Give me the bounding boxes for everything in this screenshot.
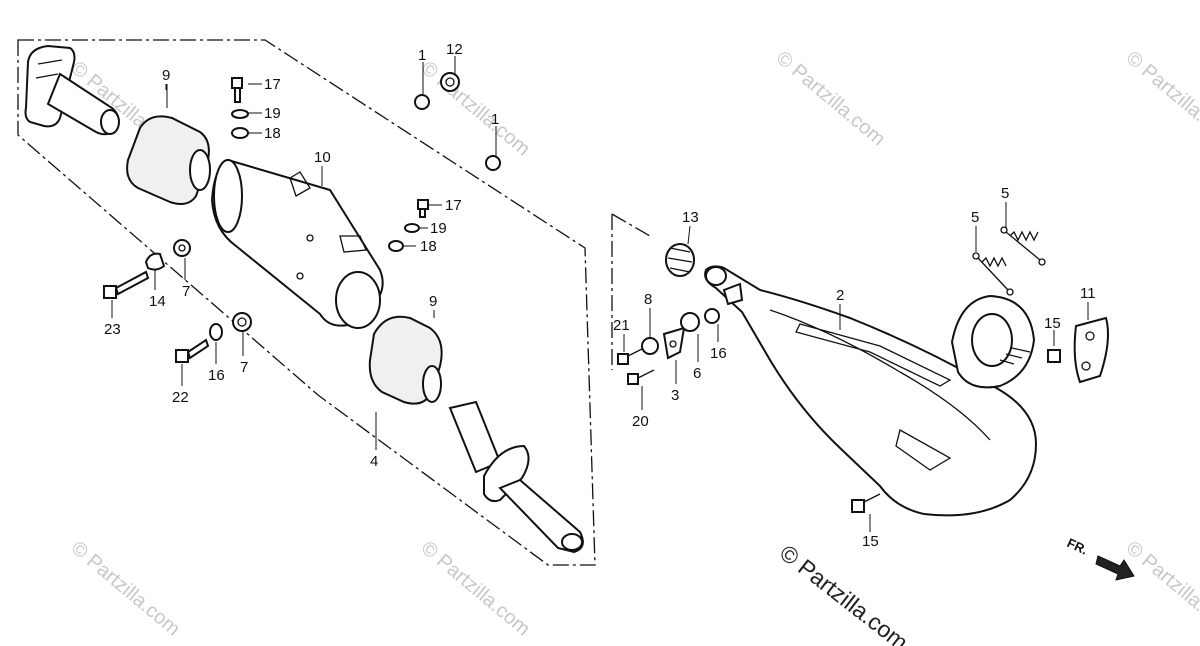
watermark-text: © Partzilla.com [1122,47,1200,150]
flange-nuts [414,72,501,171]
callout-labels: 1 12 1 9 17 19 18 10 17 19 18 9 14 7 23 … [104,41,1096,550]
callout-21: 21 [613,317,630,334]
exhaust-gasket [665,243,695,277]
callout-16: 16 [710,345,727,362]
callout-19: 19 [264,105,281,122]
callout-7: 7 [182,283,190,300]
bolt-17-lower [388,199,429,252]
silencer-packing-upper [126,115,211,205]
callout-11: 11 [1080,285,1096,302]
inner-silencer-pipe [448,400,584,554]
joint-hardware [617,308,720,385]
watermark-text: © Partzilla.com [67,537,184,640]
arrow-right-icon [1095,555,1135,581]
silencer-end-tube [24,44,120,136]
callout-3: 3 [671,387,679,404]
callout-18: 18 [264,125,281,142]
callout-23: 23 [104,321,121,338]
silencer-packing-lower [368,315,443,405]
callout-7: 7 [240,359,248,376]
callout-10: 10 [314,149,331,166]
watermark-text: © Partzilla.com [1122,537,1200,640]
callout-9: 9 [162,67,170,84]
callout-15: 15 [862,533,879,550]
bracket-hardware-lower [175,312,252,363]
callout-18: 18 [420,238,437,255]
callout-16: 16 [208,367,225,384]
callout-5: 5 [1001,185,1009,202]
front-label: FR. [1065,535,1090,557]
exhaust-springs [972,226,1046,296]
callout-15: 15 [1044,315,1061,332]
callout-1: 1 [418,47,426,64]
callout-1: 1 [491,111,499,128]
front-direction-indicator: FR. [1065,535,1135,581]
muffler-assembly-boundary [17,39,596,566]
expansion-chamber [704,265,1038,517]
callout-17: 17 [445,197,462,214]
mount-bracket [851,316,1109,513]
callout-14: 14 [149,293,166,310]
callout-22: 22 [172,389,189,406]
watermark-text: © Partzilla.com [772,47,889,150]
pipe-assembly-boundary [611,213,651,370]
bolt-17-upper [231,77,249,139]
callout-19: 19 [430,220,447,237]
callout-2: 2 [836,287,844,304]
bracket-hardware-upper [103,239,191,299]
leader-lines [111,56,1089,532]
watermark-text: © Partzilla.com [417,57,534,160]
callout-12: 12 [446,41,463,58]
muffler-body [210,158,384,329]
callout-17: 17 [264,76,281,93]
callout-5: 5 [971,209,979,226]
watermark-main: © Partzilla.com [775,539,913,646]
callout-13: 13 [682,209,699,226]
watermark-text: © Partzilla.com [417,537,534,640]
callout-8: 8 [644,291,652,308]
callout-4: 4 [370,453,378,470]
callout-9: 9 [429,293,437,310]
callout-6: 6 [693,365,701,382]
callout-20: 20 [632,413,649,430]
